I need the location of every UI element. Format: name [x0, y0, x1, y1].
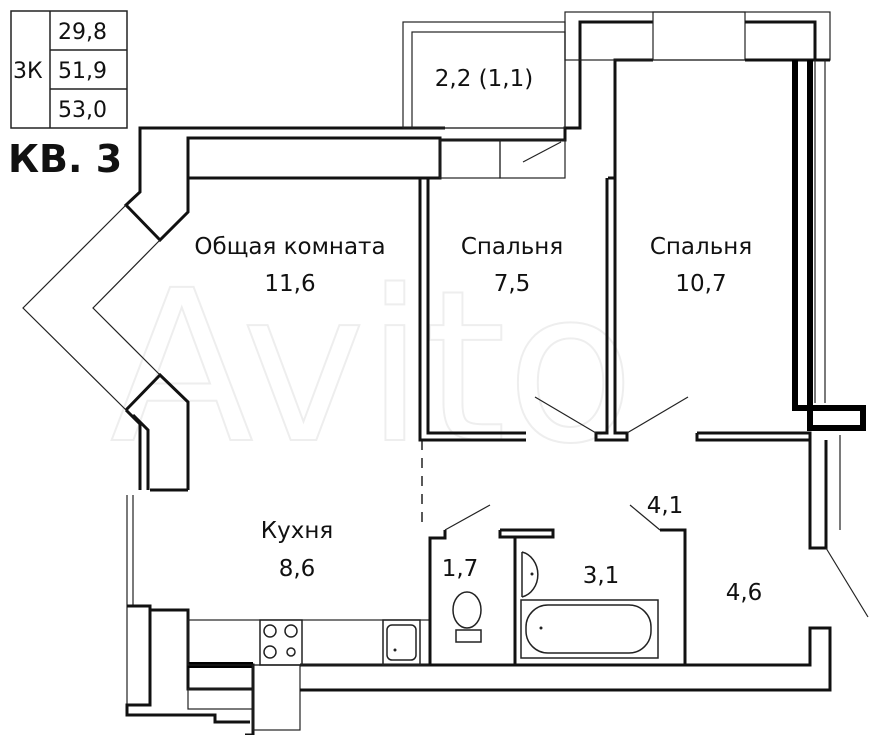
- area-legend-table: 3К 29,8 51,9 53,0: [10, 10, 128, 129]
- hall-area: 4,6: [726, 580, 763, 606]
- rooms-count-label: 3К: [13, 59, 43, 84]
- bedroom-1-name: Спальня: [461, 234, 563, 260]
- living-room-area: 11,6: [264, 271, 315, 297]
- bedroom-1-area: 7,5: [494, 271, 531, 297]
- living-room-name: Общая комната: [194, 234, 385, 260]
- fixtures: [259, 551, 659, 666]
- washbasin-icon: [521, 551, 539, 598]
- toilet-icon: [452, 591, 482, 643]
- stove-icon: [259, 619, 303, 666]
- toilet-area: 1,7: [442, 556, 479, 582]
- total-area-with-balcony-value: 53,0: [58, 98, 107, 123]
- sink-icon: [382, 619, 421, 666]
- balcony-area: 2,2 (1,1): [435, 66, 533, 92]
- bedroom-2-name: Спальня: [650, 234, 752, 260]
- apartment-title: КВ. 3: [8, 137, 122, 181]
- kitchen-area: 8,6: [279, 556, 316, 582]
- corridor-area: 4,1: [647, 493, 684, 519]
- watermark: Avito: [110, 245, 635, 490]
- bedroom-2-area: 10,7: [675, 271, 726, 297]
- total-area-value: 51,9: [58, 59, 107, 84]
- kitchen-name: Кухня: [261, 518, 333, 544]
- walls: [22, 11, 869, 735]
- living-area-value: 29,8: [58, 20, 107, 45]
- bathtub-icon: [520, 599, 659, 659]
- bathroom-area: 3,1: [583, 563, 620, 589]
